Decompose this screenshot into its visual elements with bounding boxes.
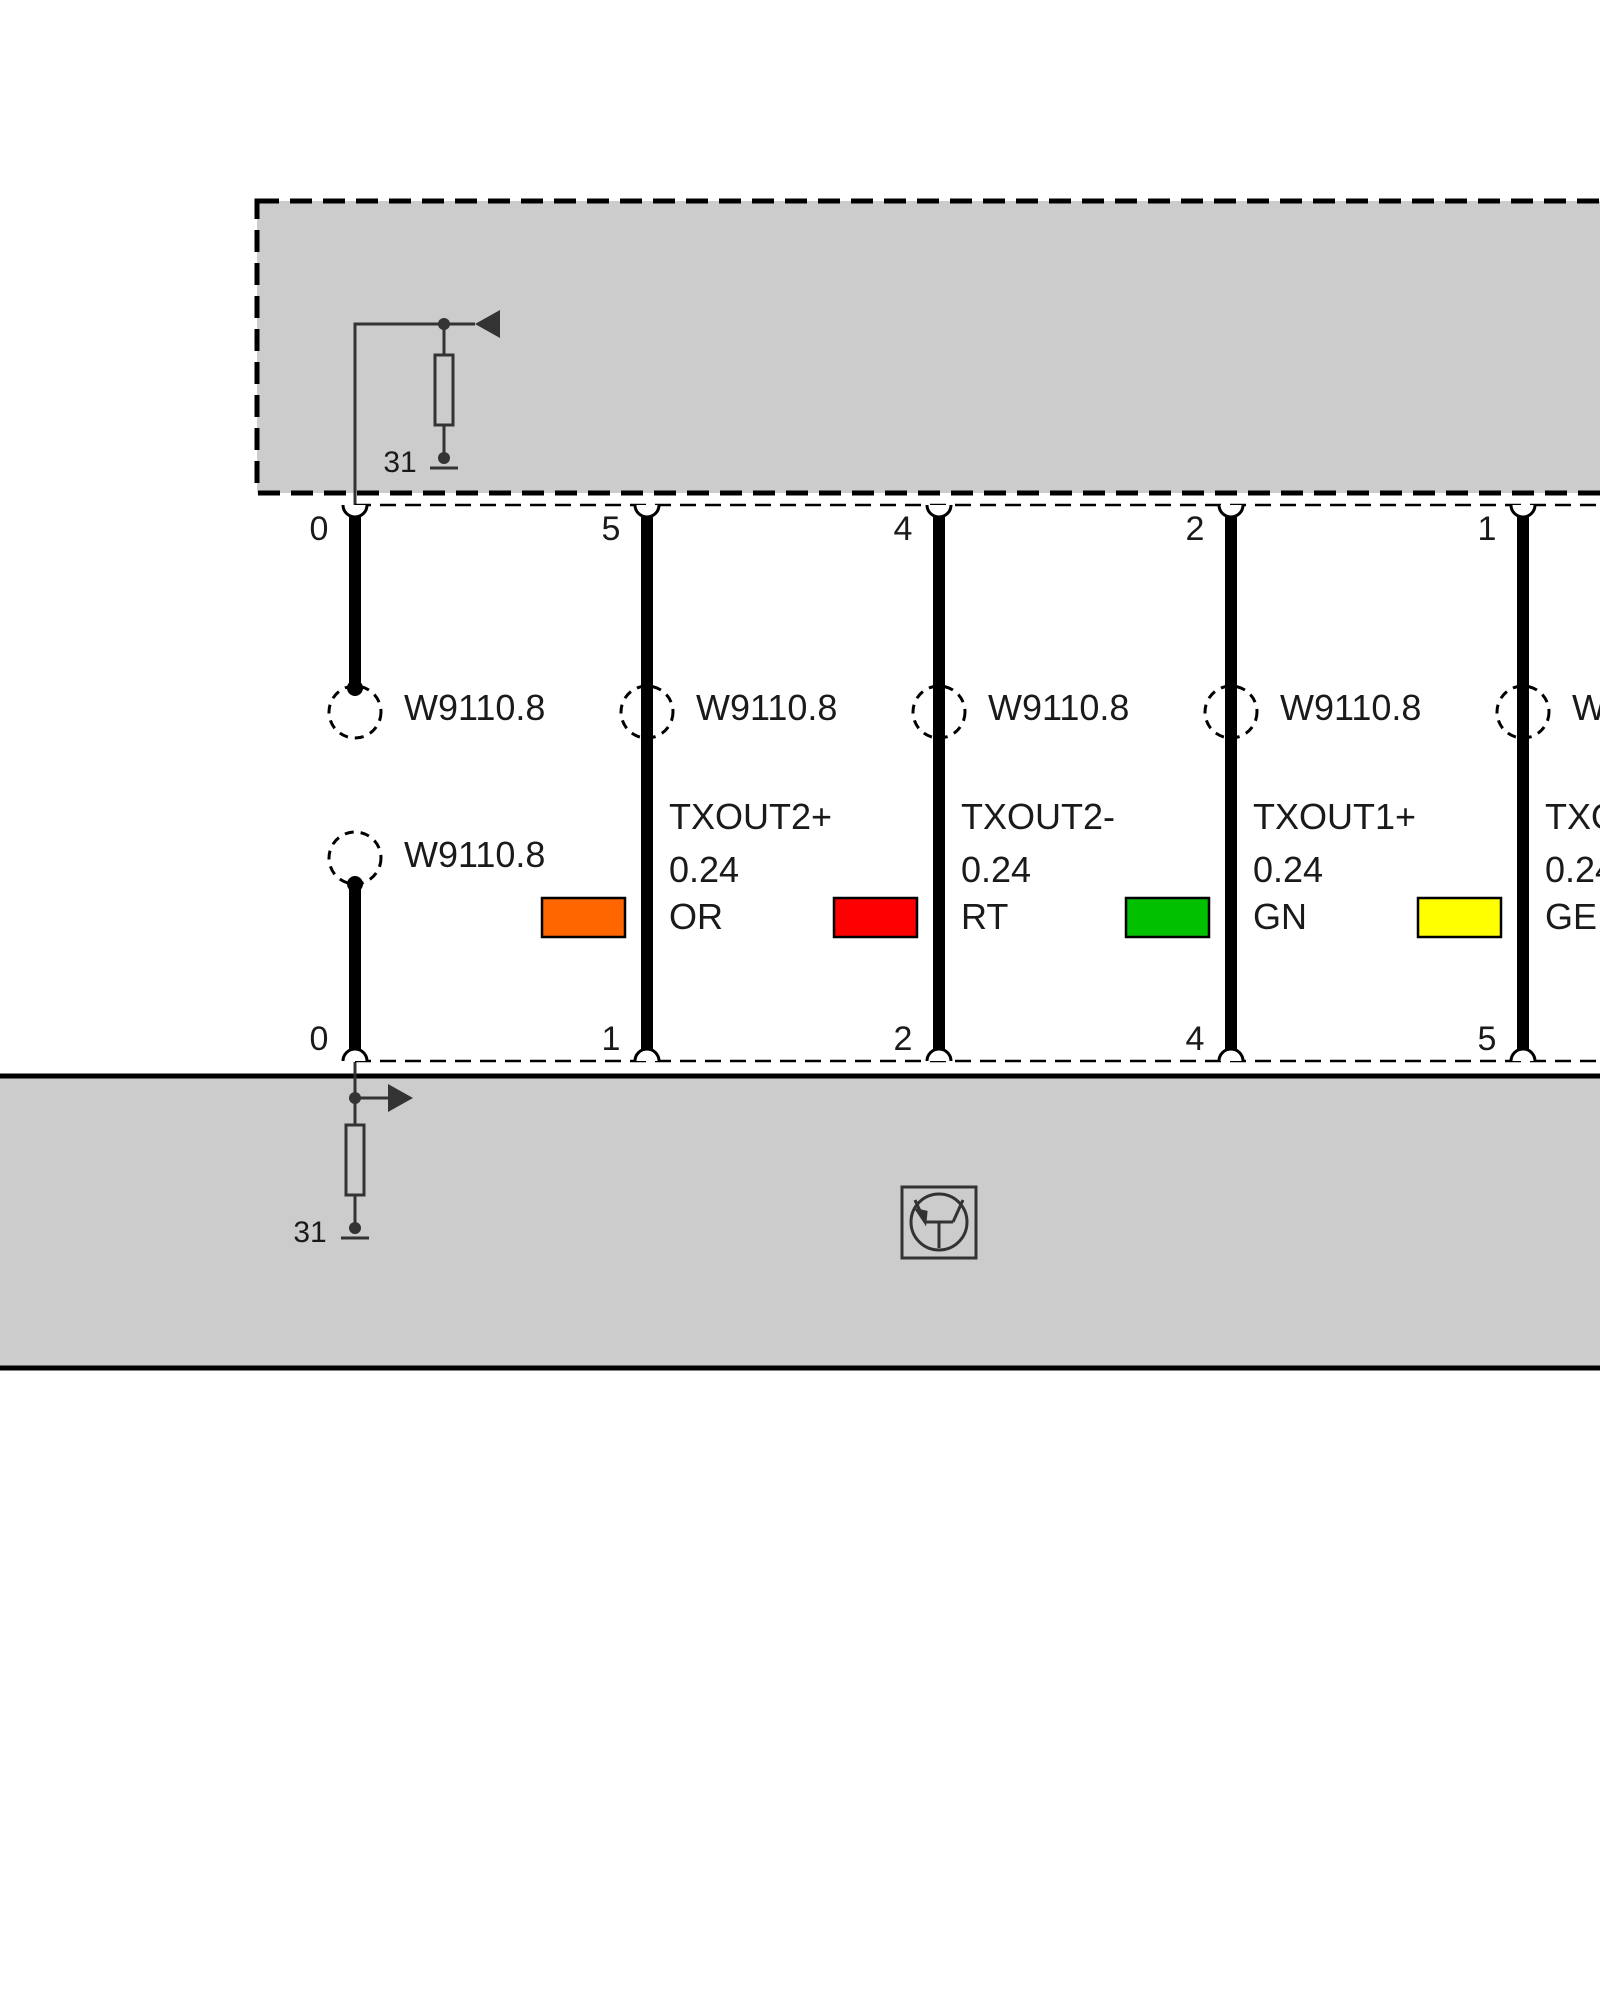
pin-terminal	[1217, 504, 1245, 519]
shield-splice-bottom-icon	[327, 830, 383, 886]
wire-color-swatch	[540, 896, 627, 939]
wire-color-code: RT	[961, 896, 1008, 937]
signal-name: TXOUT2+	[669, 796, 832, 837]
shield-wire: 0 0 W9110.8 W9110.8	[310, 504, 545, 1062]
pin-number-bottom: 1	[602, 1020, 621, 1058]
signal-name: TXOUT2-	[961, 796, 1115, 837]
bottom-module-panel	[0, 1075, 1600, 1368]
wire-size: 0.24	[1253, 849, 1323, 890]
signal-name: TXO	[1545, 796, 1600, 837]
splice-icon	[1495, 684, 1551, 740]
pin-terminal	[1509, 504, 1537, 519]
splice-icon	[619, 684, 675, 740]
splice-label: W9110.8	[696, 687, 837, 728]
pin-terminal	[633, 504, 661, 519]
shield-end-dot	[347, 680, 363, 696]
splice-label: W9110.8	[1280, 687, 1421, 728]
wire-color-swatch	[832, 896, 919, 939]
bottom-signal-arrow-icon	[388, 1084, 413, 1112]
pin-number-bottom: 4	[1186, 1020, 1205, 1058]
pin-number-top: 0	[310, 510, 329, 548]
pin-terminal	[925, 1047, 953, 1062]
pin-number-top: 4	[894, 510, 913, 548]
pin-number-bottom: 2	[894, 1020, 913, 1058]
bottom-ground-dot	[349, 1222, 361, 1234]
pin-terminal	[633, 1047, 661, 1062]
wire-size: 0.24	[961, 849, 1031, 890]
top-ground-network	[353, 322, 475, 505]
splice-icon	[911, 684, 967, 740]
top-ground-dot	[438, 452, 450, 464]
splice-label: W9110.8	[404, 687, 545, 728]
shield-splice-top-icon	[327, 684, 383, 740]
wire-size: 0.24	[669, 849, 739, 890]
top-unit-box	[254, 198, 1600, 496]
pin-terminal	[341, 1047, 369, 1062]
splice-label: W9110.8	[404, 834, 545, 875]
top-signal-arrow-icon	[475, 310, 500, 338]
pin-number-top: 2	[1186, 510, 1205, 548]
wire-color-code: GE	[1545, 896, 1597, 937]
bottom-module: 31	[0, 1062, 1600, 1371]
transistor-icon	[900, 1185, 978, 1260]
wire-color-code: GN	[1253, 896, 1307, 937]
top-ground-label: 31	[383, 446, 416, 479]
signal-wires: 51W9110.8TXOUT2+0.24OR42W9110.8TXOUT2-0.…	[540, 504, 1600, 1062]
pin-terminal	[341, 504, 369, 519]
pin-terminal	[1217, 1047, 1245, 1062]
pin-number-top: 5	[602, 510, 621, 548]
splice-label: W9110.8	[1572, 687, 1600, 728]
pin-terminal	[925, 504, 953, 519]
bottom-ground-label: 31	[293, 1216, 326, 1249]
bottom-junction-dot	[349, 1092, 361, 1104]
pin-number-bottom: 5	[1478, 1020, 1497, 1058]
top-control-unit: 31	[254, 198, 1600, 505]
pin-number-bottom: 0	[310, 1020, 329, 1058]
pin-number-top: 1	[1478, 510, 1497, 548]
wire-color-swatch	[1416, 896, 1503, 939]
splice-label: W9110.8	[988, 687, 1129, 728]
top-junction-dot	[438, 318, 450, 330]
wire-color-code: OR	[669, 896, 723, 937]
wire-size: 0.24	[1545, 849, 1600, 890]
pin-terminal	[1509, 1047, 1537, 1062]
wire-color-swatch	[1124, 896, 1211, 939]
splice-icon	[1203, 684, 1259, 740]
signal-name: TXOUT1+	[1253, 796, 1416, 837]
